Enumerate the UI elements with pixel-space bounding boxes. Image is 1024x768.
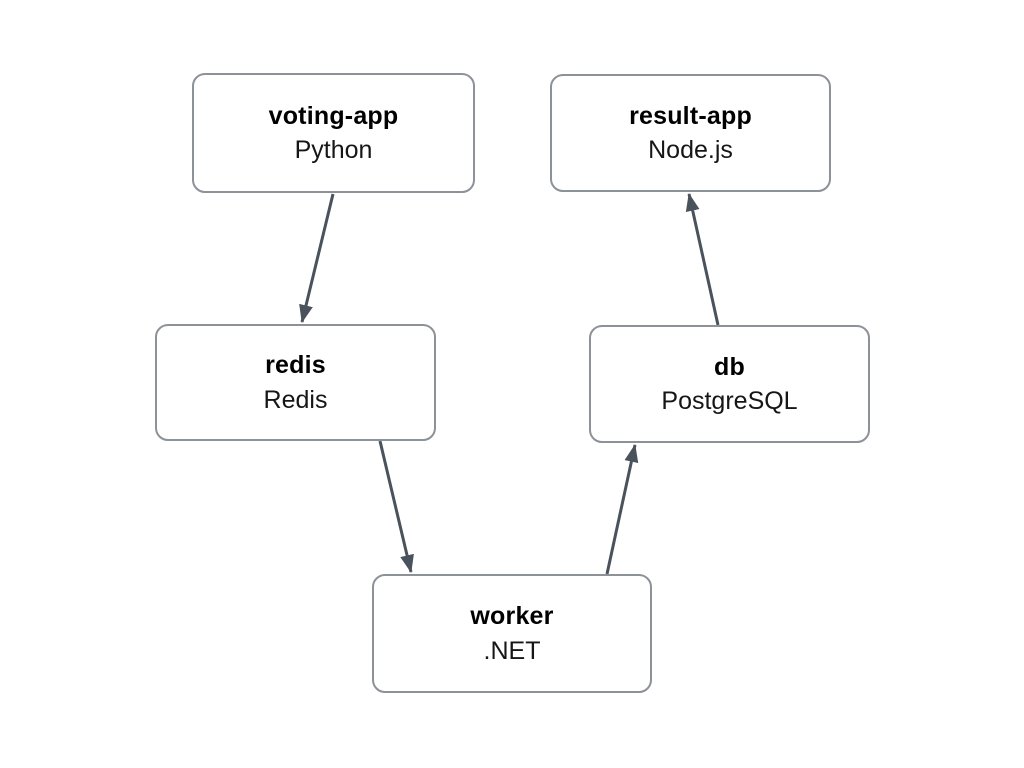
node-voting-app: voting-app Python [192, 73, 475, 193]
edge-voting-app-to-redis [299, 193, 335, 323]
node-title: redis [265, 351, 326, 379]
node-subtitle: Node.js [648, 136, 733, 164]
node-title: worker [470, 602, 554, 630]
node-title: voting-app [268, 101, 399, 130]
node-subtitle: .NET [483, 636, 541, 665]
node-subtitle: Redis [263, 385, 328, 414]
edge-redis-to-worker [378, 440, 414, 573]
node-title: result-app [629, 101, 752, 130]
node-worker: worker .NET [372, 574, 652, 693]
node-subtitle: PostgreSQL [661, 387, 798, 415]
node-subtitle: Python [294, 136, 373, 164]
edge-db-to-result-app [685, 193, 720, 326]
node-db: db PostgreSQL [589, 325, 870, 443]
node-redis: redis Redis [155, 324, 436, 441]
node-title: db [714, 352, 745, 381]
node-result-app: result-app Node.js [550, 74, 831, 192]
edge-worker-to-db [605, 444, 639, 575]
